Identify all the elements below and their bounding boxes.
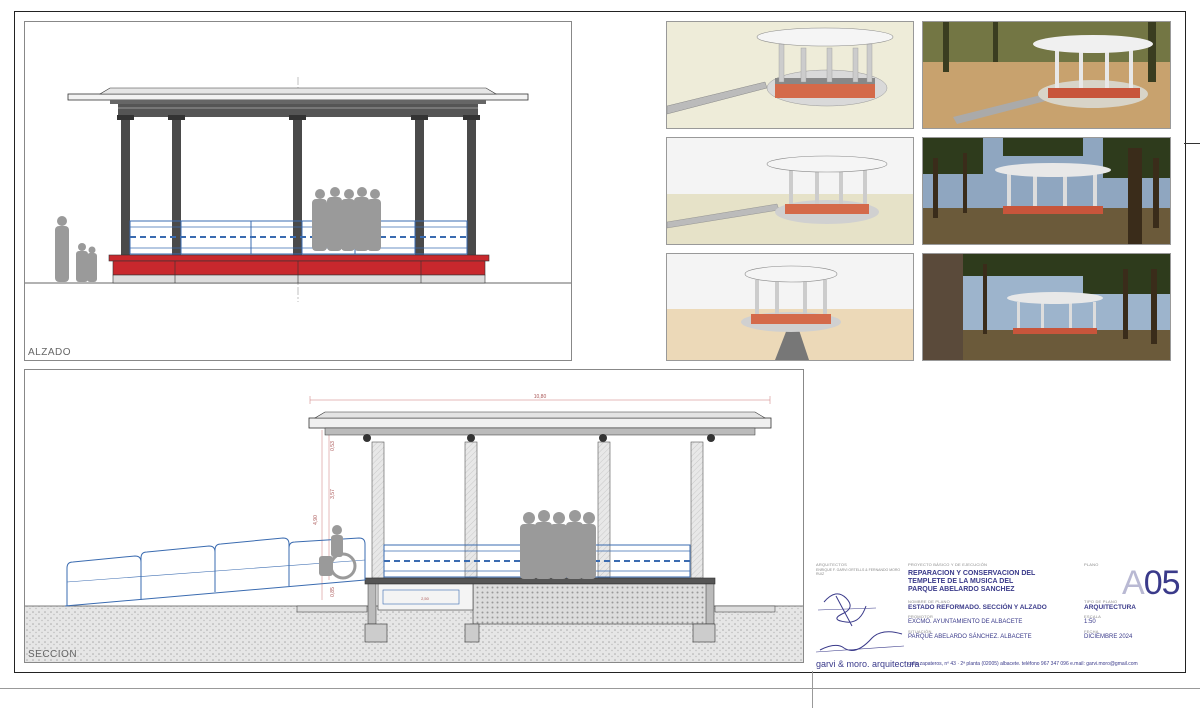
elevation-people-silhouettes	[55, 187, 381, 282]
location: PARQUE ABELARDO SÁNCHEZ. ALBACETE	[908, 634, 1032, 640]
render-photo-1	[922, 21, 1171, 129]
svg-text:2,50: 2,50	[421, 596, 430, 601]
scale-label: ESCALA	[1084, 614, 1101, 619]
section-people-silhouettes	[520, 510, 596, 579]
svg-text:3,57: 3,57	[330, 489, 336, 499]
section-label: SECCION	[28, 649, 78, 660]
render-photo-2	[922, 137, 1171, 245]
project-title-line-2: TEMPLETE DE LA MUSICA DEL	[908, 578, 1014, 585]
elevation-columns	[121, 117, 476, 257]
section-drawing: 10,80 4,90 3,57 0,53 0,85	[25, 394, 803, 662]
plano-label: PLANO	[1084, 562, 1099, 567]
sheet-number: A05	[1122, 564, 1181, 602]
bottom-divider	[812, 671, 813, 708]
architects-names: ENRIQUE F. GARVI ORTELLS & FERNANDO MORO…	[816, 568, 901, 576]
svg-text:4,90: 4,90	[313, 515, 319, 525]
plan-type: ARQUITECTURA	[1084, 604, 1136, 611]
elevation-railing	[129, 220, 468, 255]
title-block: ARQUITECTOS ENRIQUE F. GARVI ORTELLS & F…	[816, 562, 1181, 670]
type-label: TIPO DE PLANO	[1084, 599, 1118, 604]
studio-name: garvi & moro. arquitectura	[816, 659, 920, 669]
section-panel: 10,80 4,90 3,57 0,53 0,85	[24, 369, 804, 663]
elevation-label: ALZADO	[28, 347, 72, 358]
date-label: FECHA	[1084, 629, 1099, 634]
scale: 1:50	[1084, 619, 1096, 625]
access-ramp	[64, 537, 366, 607]
frame-tick	[1184, 143, 1200, 144]
architects-label: ARQUITECTOS	[816, 562, 848, 567]
studio-contact: calle zapateros, nº 43 · 2ª planta (0200…	[908, 661, 1138, 667]
render-model-1	[666, 21, 914, 129]
bottom-border	[0, 688, 1200, 689]
elevation-drawing	[25, 77, 571, 302]
project-title-line-1: REPARACION Y CONSERVACION DEL	[908, 570, 1036, 577]
svg-text:0,53: 0,53	[330, 441, 336, 451]
plan-name: ESTADO REFORMADO. SECCIÓN Y ALZADO	[908, 604, 1047, 611]
elevation-panel: ALZADO	[24, 21, 572, 361]
render-model-2	[666, 137, 914, 245]
render-photo-3	[922, 253, 1171, 361]
architect-signatures	[816, 593, 905, 653]
project-type: PROYECTO BÁSICO Y DE EJECUCIÓN	[908, 562, 988, 567]
svg-text:0,85: 0,85	[330, 587, 336, 597]
wheelchair-user-silhouette	[319, 525, 357, 580]
promoter: EXCMO. AYUNTAMIENTO DE ALBACETE	[908, 619, 1023, 625]
promoter-label: PROMOTOR	[908, 614, 934, 619]
location-label: SITUACIÓN	[908, 629, 932, 634]
render-model-3	[666, 253, 914, 361]
dim-total-width: 10,80	[534, 394, 547, 400]
project-title-line-3: PARQUE ABELARDO SANCHEZ	[908, 586, 1015, 593]
date: DICIEMBRE 2024	[1084, 634, 1133, 640]
plan-label: NOMBRE DE PLANO	[908, 599, 950, 604]
